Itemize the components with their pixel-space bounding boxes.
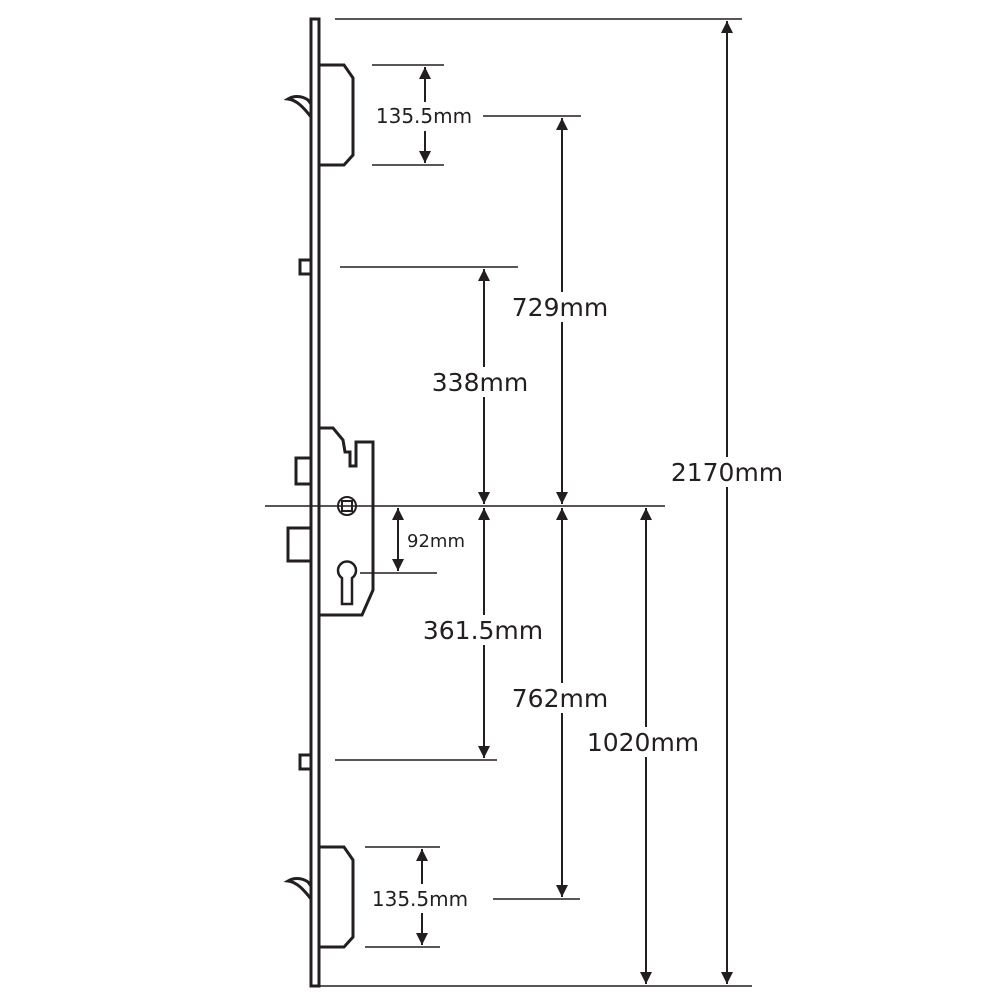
bottom-hook [283, 877, 313, 900]
upper-roller [298, 258, 313, 276]
label-729: 729mm [512, 293, 608, 322]
centre-case [317, 426, 375, 617]
label-bottom-hook-gap: 135.5mm [372, 887, 468, 911]
label-1020: 1020mm [587, 728, 699, 757]
label-top-hook-gap: 135.5mm [376, 104, 472, 128]
label-2170: 2170mm [671, 458, 783, 487]
label-361-5: 361.5mm [423, 616, 543, 645]
top-hook [283, 95, 313, 118]
lock-drawing [283, 17, 375, 988]
top-hook-housing [319, 63, 355, 167]
label-762: 762mm [512, 684, 608, 713]
latch [294, 456, 313, 486]
bottom-hook-housing [319, 845, 355, 949]
cylinder-cutout [336, 560, 358, 606]
deadbolt [286, 526, 313, 563]
label-92: 92mm [407, 531, 465, 552]
extension-lines [265, 18, 752, 987]
dimension-arrows [392, 21, 733, 984]
label-338: 338mm [432, 368, 528, 397]
lower-roller [298, 753, 313, 771]
dimension-labels: 135.5mm 729mm 338mm 2170mm 92mm 361.5mm … [372, 104, 785, 911]
